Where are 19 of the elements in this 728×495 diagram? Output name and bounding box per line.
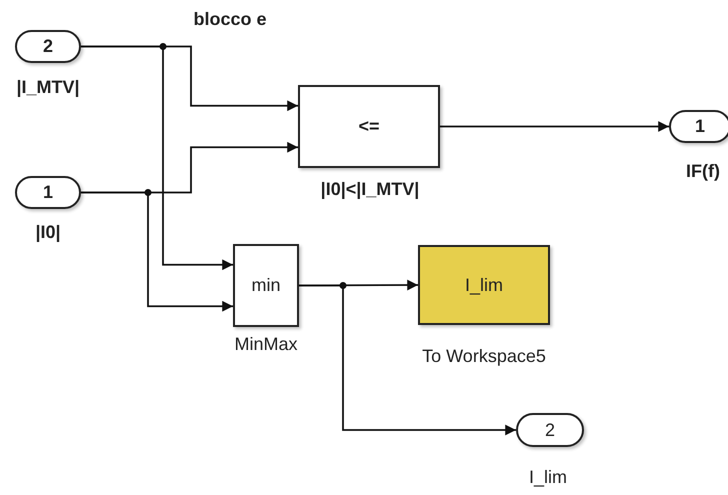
relational-operator-block: <=: [298, 85, 440, 168]
block-name: I_lim: [529, 466, 567, 488]
block-name: |I0|: [35, 221, 61, 243]
block-name: IF(f): [686, 160, 720, 182]
signal-line: [440, 121, 669, 132]
block-name: MinMax: [234, 333, 298, 355]
signal-line: [81, 46, 233, 270]
inport-block: 1: [15, 176, 81, 209]
block-name: |I_MTV|: [16, 76, 80, 98]
outport-block: 2: [516, 413, 584, 447]
minmax-block: min: [233, 244, 299, 327]
signal-line: [81, 192, 233, 312]
outport-block: 1: [669, 110, 728, 143]
subsystem-label: blocco e: [193, 8, 267, 30]
block-name: |I0|<|I_MTV|: [320, 178, 420, 200]
signal-line: [299, 284, 516, 436]
to-workspace-block: I_lim: [418, 245, 550, 325]
block-name: To Workspace5: [422, 345, 546, 367]
inport-block: 2: [15, 30, 81, 63]
